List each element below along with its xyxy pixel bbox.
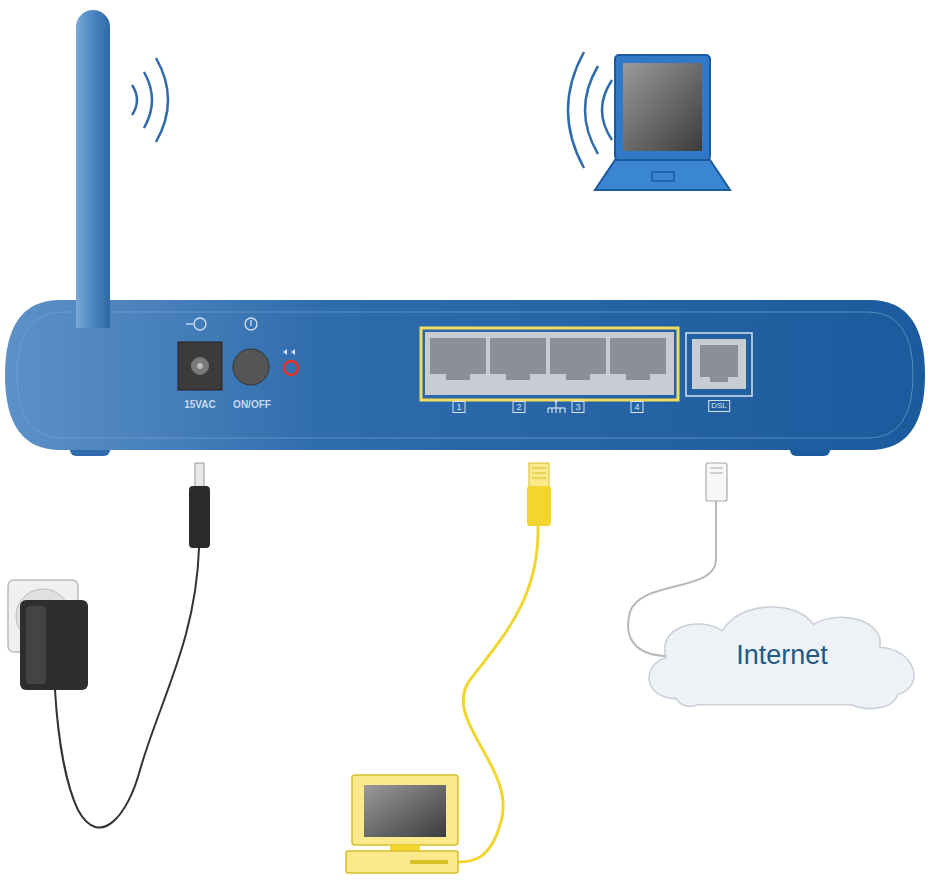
lan-socket	[430, 338, 486, 380]
port-number: 1	[452, 401, 465, 413]
lan-socket	[610, 338, 666, 380]
power-adapter	[8, 463, 210, 828]
ethernet-computer	[346, 463, 551, 873]
port-label: DSL	[708, 400, 730, 412]
wireless-waves	[132, 58, 168, 142]
button-label: ON/OFF	[233, 400, 271, 410]
dsl-port	[686, 333, 752, 396]
port-number: 4	[630, 401, 643, 413]
port-number: 2	[512, 401, 525, 413]
laptop	[568, 52, 730, 190]
lan-socket	[550, 338, 606, 380]
internet-cloud: Internet	[636, 596, 928, 714]
jack-label: 15VAC	[184, 400, 216, 410]
lan-socket	[490, 338, 546, 380]
lan-ports	[421, 328, 678, 413]
router-body	[5, 290, 925, 456]
power-controls	[178, 318, 298, 390]
cloud-label: Internet	[736, 640, 828, 671]
port-number: 3	[571, 401, 584, 413]
antenna	[76, 10, 110, 310]
